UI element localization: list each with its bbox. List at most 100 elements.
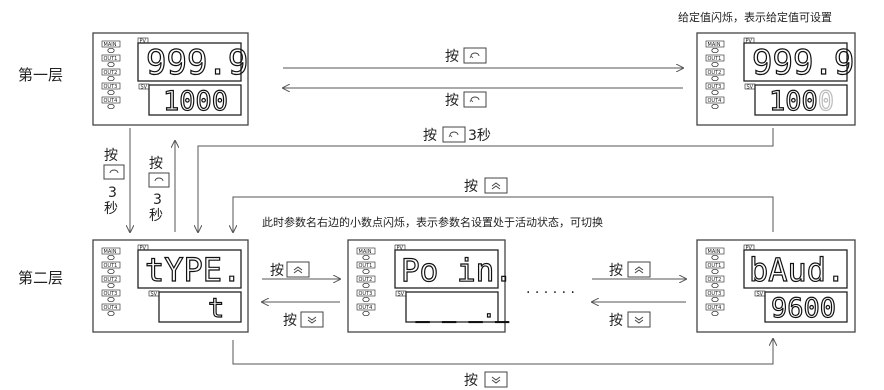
sv-display: _ _ _._ [416,298,509,323]
indicator-led [362,254,370,261]
indicator-tag [705,261,725,269]
top-note: 给定值闪烁，表示给定值可设置 [678,10,832,24]
indicator-tag [101,40,121,48]
indicator-label: OUT3 [359,291,373,297]
indicator-tag [101,289,121,297]
indicator-label: OUT2 [104,277,118,283]
sv-display: 9600 [771,293,836,324]
up-key-icon [484,177,508,194]
indicator-tag [705,82,725,90]
blinking-digit: 0 [818,86,834,117]
indicator-led [711,75,719,82]
indicator-led [711,282,719,289]
indicator-tag [705,40,725,48]
indicator-tag [356,261,376,269]
indicator-led [711,268,719,275]
indicator-label: OUT4 [104,305,118,311]
layer-1-label: 第一层 [18,66,63,84]
indicator-label: OUT4 [708,305,722,311]
indicator-label: OUT2 [708,277,722,283]
indicator-led [711,89,719,96]
indicator-tag [101,96,121,104]
pv-tag: PV [746,246,753,252]
press-label: 按 [464,179,478,195]
indicator-led [107,310,115,317]
indicator-tag [356,289,376,297]
indicator-led [107,89,115,96]
down-key-icon [300,311,324,328]
sv-tag: SV [398,292,405,298]
indicator-label: OUT3 [104,291,118,297]
indicator-tag [101,261,121,269]
sv-tag: SV [757,292,764,298]
hold-unit: 秒 [149,208,163,224]
indicator-label: OUT3 [104,84,118,90]
sv-display: t [208,293,224,324]
sv-display: 1000 [769,86,834,117]
indicator-label: OUT1 [708,263,722,269]
indicator-led [362,282,370,289]
down-key-icon [627,311,651,328]
up-key-icon [627,261,651,278]
pv-display: bAud. [749,251,845,289]
indicator-label: OUT3 [708,84,722,90]
pv-display: tYPE. [145,251,241,289]
indicator-label: MAIN [104,42,117,48]
sv-display: 1000 [163,86,228,117]
indicator-tag [101,54,121,62]
pv-tag: PV [140,246,147,252]
sv-tag: SV [141,85,148,91]
indicator-label: OUT4 [104,98,118,104]
indicator-led [362,310,370,317]
indicator-tag [101,275,121,283]
press-label: 按 [270,263,284,279]
indicator-label: MAIN [708,42,721,48]
indicator-label: OUT3 [708,291,722,297]
indicator-label: OUT1 [104,263,118,269]
more-params-ellipsis: · · · · · · [526,285,575,301]
press-label: 按 [609,313,623,329]
indicator-led [107,61,115,68]
sv-tag: SV [151,292,158,298]
press-label: 按 [609,263,623,279]
indicator-tag [705,289,725,297]
indicator-led [107,282,115,289]
indicator-label: OUT2 [708,70,722,76]
pv-display: 999.9 [146,43,248,83]
indicator-label: OUT2 [104,70,118,76]
indicator-led [107,103,115,110]
arrow-wrap-down [232,339,773,365]
indicator-tag [705,54,725,62]
indicator-tag [101,68,121,76]
cycle-key-icon [463,47,487,64]
up-key-icon [286,261,310,278]
middle-note: 此时参数名右边的小数点闪烁，表示参数名设置处于活动状态，可切换 [262,215,603,229]
press-label: 按 [464,373,478,389]
indicator-tag [705,303,725,311]
indicator-tag [356,275,376,283]
cycle-key-icon [442,126,466,143]
press-label: 按 [445,49,459,65]
indicator-tag [705,275,725,283]
layer-2-label: 第二层 [18,269,63,287]
pv-display: Po in. [401,253,513,289]
indicator-led [362,296,370,303]
indicator-led [107,268,115,275]
indicator-led [107,75,115,82]
indicator-led [711,296,719,303]
hold-unit: 秒 [104,201,118,217]
indicator-label: MAIN [359,249,372,255]
indicator-led [362,268,370,275]
indicator-label: OUT1 [104,56,118,62]
arrow-hold-3s-to-layer2 [198,128,774,232]
hold-seconds: 3 [153,192,162,208]
indicator-tag [101,303,121,311]
down-key-icon [484,371,508,388]
indicator-tag [356,303,376,311]
